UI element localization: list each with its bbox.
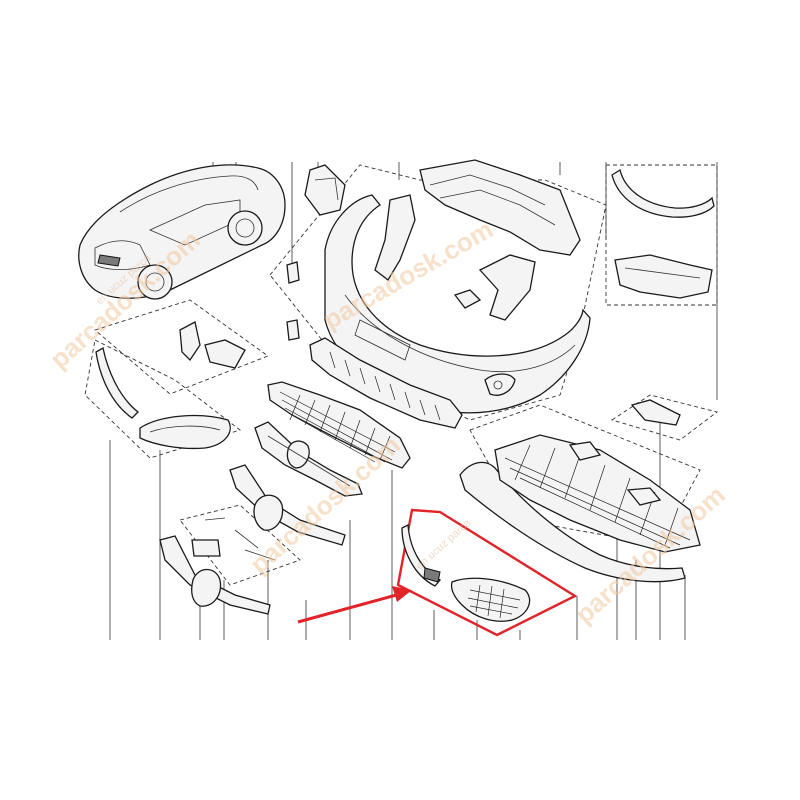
- center-grille: [267, 381, 411, 469]
- left-fog-trims: [95, 321, 246, 450]
- right-trim-strip: [611, 168, 715, 426]
- bracket-clips: [286, 164, 346, 341]
- car-illustration: [78, 164, 286, 300]
- highlight-frame: [396, 508, 578, 637]
- upper-grille-logo: [254, 421, 363, 497]
- lower-beam: [309, 337, 463, 429]
- red-arrow: [297, 586, 412, 624]
- grille-frames: [159, 464, 346, 615]
- front-bumper-cover: [324, 194, 591, 414]
- lower-spoiler: [459, 434, 701, 583]
- upper-absorber: [374, 159, 581, 321]
- highlighted-fog-covers: [396, 508, 578, 637]
- watermark-slogan: en ucuz parça: [414, 516, 474, 572]
